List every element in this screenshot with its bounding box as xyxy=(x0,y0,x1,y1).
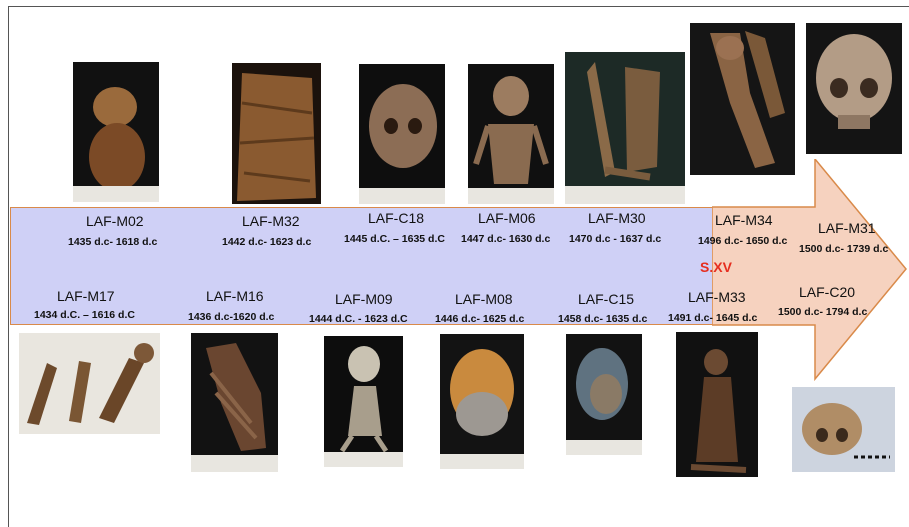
specimen-photo-laf-m06 xyxy=(468,64,554,204)
specimen-date: 1434 d.C. – 1616 d.C xyxy=(34,309,135,321)
specimen-code: LAF-C18 xyxy=(368,210,424,226)
specimen-code: LAF-M31 xyxy=(818,220,876,236)
specimen-photo-laf-c20 xyxy=(792,387,895,472)
specimen-date: 1458 d.c- 1635 d.c xyxy=(558,313,647,325)
specimen-date: 1496 d.c- 1650 d.c xyxy=(698,235,787,247)
specimen-code: LAF-M32 xyxy=(242,213,300,229)
specimen-date: 1500 d.c- 1739 d.c xyxy=(799,243,888,255)
specimen-photo-laf-m34 xyxy=(690,23,795,175)
specimen-photo-laf-m16 xyxy=(191,333,278,472)
specimen-photo-laf-m02 xyxy=(73,62,159,202)
specimen-date: 1435 d.c- 1618 d.c xyxy=(68,236,157,248)
specimen-code: LAF-M33 xyxy=(688,289,746,305)
specimen-code: LAF-M17 xyxy=(57,288,115,304)
specimen-photo-laf-m31 xyxy=(806,23,902,154)
specimen-date: 1444 d.C. - 1623 d.C xyxy=(309,313,408,325)
specimen-code: LAF-M34 xyxy=(715,212,773,228)
specimen-code: LAF-M16 xyxy=(206,288,264,304)
specimen-photo-laf-m33 xyxy=(676,332,758,477)
specimen-date: 1470 d.c - 1637 d.c xyxy=(569,233,661,245)
specimen-photo-laf-m09 xyxy=(324,336,403,467)
specimen-code: LAF-C15 xyxy=(578,291,634,307)
specimen-date: 1436 d.c-1620 d.c xyxy=(188,311,274,323)
specimen-photo-laf-c18 xyxy=(359,64,445,204)
specimen-date: 1491 d.c- 1645 d.c xyxy=(668,312,757,324)
specimen-date: 1500 d.c- 1794 d.c xyxy=(778,306,867,318)
specimen-date: 1442 d.c- 1623 d.c xyxy=(222,236,311,248)
specimen-code: LAF-M09 xyxy=(335,291,393,307)
specimen-code: LAF-C20 xyxy=(799,284,855,300)
specimen-date: 1445 d.C. – 1635 d.C xyxy=(344,233,445,245)
century-marker: S.XV xyxy=(700,259,732,275)
specimen-code: LAF-M02 xyxy=(86,213,144,229)
specimen-code: LAF-M08 xyxy=(455,291,513,307)
specimen-date: 1446 d.c- 1625 d.c xyxy=(435,313,524,325)
specimen-date: 1447 d.c- 1630 d.c xyxy=(461,233,550,245)
specimen-photo-laf-m17 xyxy=(19,333,160,434)
specimen-code: LAF-M30 xyxy=(588,210,646,226)
specimen-photo-laf-m32 xyxy=(232,63,321,204)
specimen-code: LAF-M06 xyxy=(478,210,536,226)
specimen-photo-laf-c15 xyxy=(566,334,642,455)
specimen-photo-laf-m08 xyxy=(440,334,524,469)
specimen-photo-laf-m30 xyxy=(565,52,685,204)
